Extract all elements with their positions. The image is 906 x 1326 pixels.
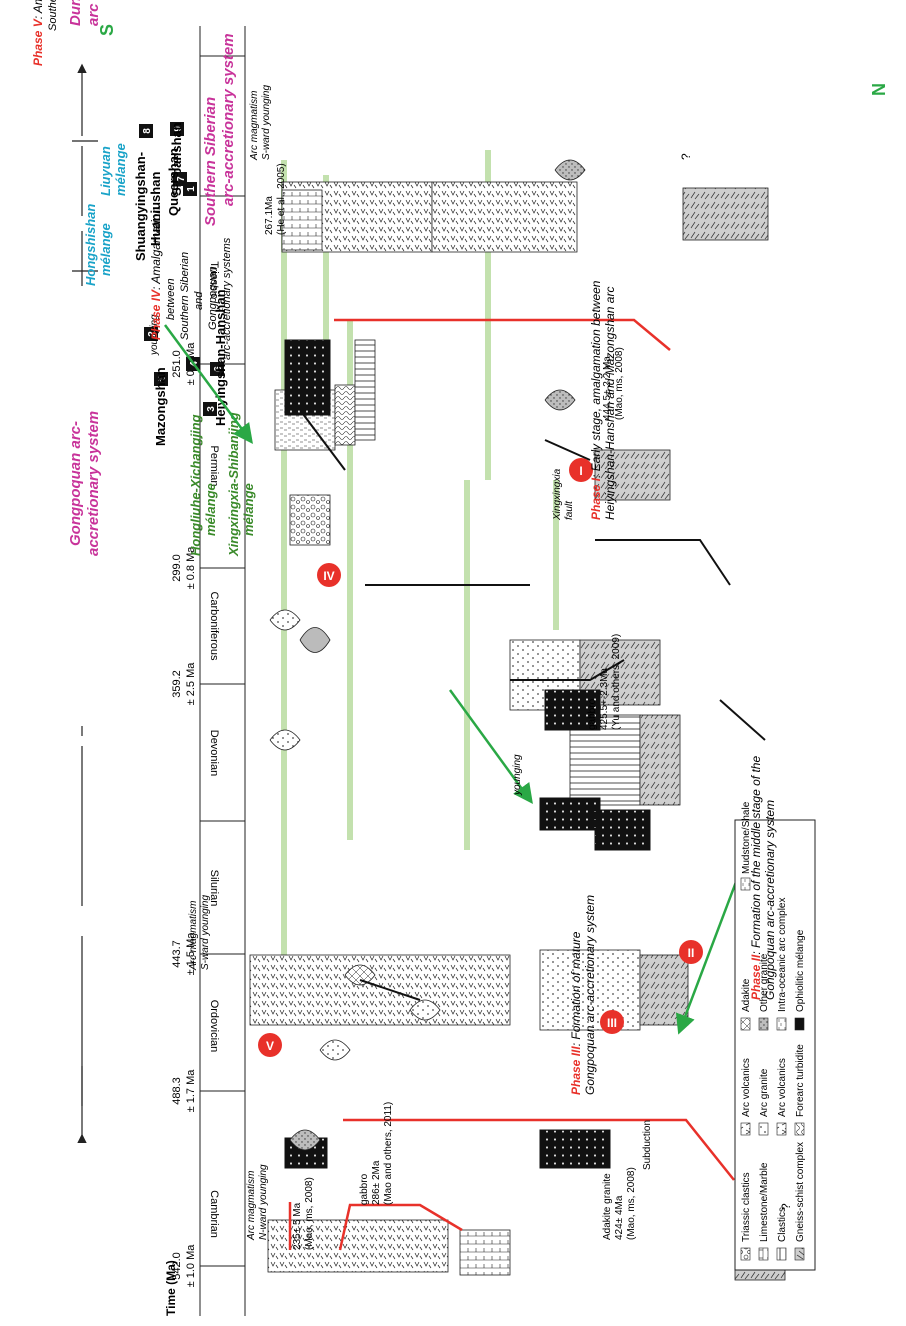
arc-s7-2: S-ward younging bbox=[200, 895, 211, 970]
younging-7: younging bbox=[512, 754, 523, 796]
he-age: 267.1Ma bbox=[264, 196, 275, 235]
svg-text:Southern Siberian: Southern Siberian bbox=[179, 252, 191, 340]
arc-s1-1: Arc magmatism bbox=[249, 91, 260, 161]
svg-text:Shuangyingshan-: Shuangyingshan- bbox=[133, 152, 148, 261]
svg-text:(Yu and others, 2009): (Yu and others, 2009) bbox=[611, 634, 622, 730]
arc-n-1: Arc magmatism bbox=[246, 1171, 257, 1241]
age-443: 443.7 bbox=[171, 940, 183, 968]
phase-ii-numeral: II bbox=[688, 946, 695, 960]
dunhuang-system: Dunhuang bbox=[67, 0, 84, 26]
svg-text:mélange: mélange bbox=[98, 223, 113, 276]
phase-iv-caption-1: Phase IV: Amalgamation bbox=[149, 207, 163, 340]
age-251: 251.0 bbox=[171, 350, 183, 378]
svg-text:Mazongshan: Mazongshan bbox=[153, 367, 168, 446]
svg-text:8: 8 bbox=[142, 128, 153, 134]
legend-clastics: Clastics bbox=[777, 1207, 788, 1242]
period-dividers bbox=[200, 56, 245, 1266]
svg-text:accretionary system: accretionary system bbox=[85, 411, 102, 556]
svg-text:between: between bbox=[165, 278, 177, 320]
period-cambrian: Cambrian bbox=[208, 1190, 220, 1238]
period-carboniferous: Carboniferous bbox=[208, 591, 220, 661]
period-devonian: Devonian bbox=[208, 730, 220, 776]
svg-text:mélange: mélange bbox=[113, 143, 128, 196]
svg-text:± 1.0 Ma: ± 1.0 Ma bbox=[185, 1244, 197, 1288]
svg-text:425.5+-2.3Ma: 425.5+-2.3Ma bbox=[599, 668, 610, 730]
gabbro286: gabbro bbox=[359, 1173, 370, 1205]
legend-arc-volcanics-1: Arc volcanics bbox=[741, 1058, 752, 1117]
legend-forearc: Forearc turbidite bbox=[795, 1044, 806, 1117]
svg-text:(Mao and others, 2011): (Mao and others, 2011) bbox=[383, 1102, 394, 1205]
svg-text:fault: fault bbox=[564, 500, 575, 520]
svg-text:± 1.7 Ma: ± 1.7 Ma bbox=[185, 1069, 197, 1113]
unit-5-header: 5 Mazongshan bbox=[153, 367, 168, 446]
legend-intra-oceanic: Intra-oceanic arc complex bbox=[777, 898, 788, 1013]
svg-text:424± 4Ma: 424± 4Ma bbox=[614, 1195, 625, 1240]
phase-i-numeral: I bbox=[579, 464, 582, 478]
xingxingxia-melange: Xingxingxia-Shibanjing bbox=[226, 412, 241, 557]
svg-text:arc-accretionary systems: arc-accretionary systems bbox=[221, 237, 233, 360]
age-299: 299.0 bbox=[171, 554, 183, 582]
age-488: 488.3 bbox=[171, 1077, 183, 1105]
question-9: ? bbox=[779, 1203, 793, 1210]
svg-text:(Mao, ms, 2008): (Mao, ms, 2008) bbox=[626, 1167, 637, 1240]
phase-i-caption-1: Phase I: Early stage, amalgamation betwe… bbox=[589, 280, 603, 520]
mao235: 235± 5 Ma bbox=[292, 1202, 303, 1250]
legend-limestone: Limestone/Marble bbox=[759, 1162, 770, 1242]
svg-text:Gongpoquan arc-accretionary sy: Gongpoquan arc-accretionary system bbox=[763, 800, 777, 1000]
legend-ophiolitic: Ophiolitic mélange bbox=[795, 929, 806, 1012]
adakite424: Adakite granite bbox=[602, 1173, 613, 1240]
phase-iii-caption-1: Phase III: Formation of mature bbox=[569, 931, 583, 1095]
gongpoquan-system: Gongpoquan arc- bbox=[67, 421, 84, 546]
age-542: 542.0 bbox=[171, 1252, 183, 1280]
period-permian: Permian bbox=[208, 446, 220, 487]
gabbro425: gabbro bbox=[587, 698, 598, 730]
legend-gneiss: Gneiss-schist complex bbox=[795, 1142, 806, 1242]
svg-text:mélange: mélange bbox=[203, 483, 218, 536]
subduction-9: Subduction bbox=[642, 1120, 653, 1170]
svg-text:arc systen: arc systen bbox=[85, 0, 102, 26]
north-label: N bbox=[869, 83, 889, 96]
svg-text:mélange: mélange bbox=[241, 483, 256, 536]
siberian-system: Southern Siberian bbox=[202, 97, 219, 226]
fault-1: Xingxingxia bbox=[552, 468, 563, 521]
period-ordovician: Ordovician bbox=[208, 1000, 220, 1053]
arc-s7-1: Arc magmatism bbox=[188, 901, 199, 971]
question-1: ? bbox=[679, 153, 693, 160]
svg-text:arc-accretionary system: arc-accretionary system bbox=[220, 33, 237, 206]
svg-text:and: and bbox=[193, 291, 205, 310]
age-359: 359.2 bbox=[171, 670, 183, 698]
annotations: Arc magmatism N-ward younging Arc magmat… bbox=[149, 85, 793, 1250]
legend-triassic-clastics: Triassic clastics bbox=[741, 1172, 752, 1242]
legend-arc-granite: Arc granite bbox=[759, 1068, 770, 1117]
arc-n-2: N-ward younging bbox=[258, 1164, 269, 1240]
younging-arrows bbox=[165, 325, 750, 1030]
hongshishan-melange: Hongshishan bbox=[83, 204, 98, 286]
phase-v-caption: Phase V: Amalgamation between bbox=[31, 0, 45, 66]
svg-text:Queershan: Queershan bbox=[166, 148, 181, 216]
svg-text:Heiyingshan-Hanshan and Mazong: Heiyingshan-Hanshan and Mazongshan arc bbox=[603, 287, 617, 520]
phase-v-caption-2: Southern Siberian-Gongpoquan and Dunhuan… bbox=[47, 0, 59, 31]
arc-s1-2: S-ward younging bbox=[261, 85, 272, 160]
phase-ii-caption-1: Phase II: Formation of the middle stage … bbox=[749, 756, 763, 1000]
svg-text:(He et al., 2005): (He et al., 2005) bbox=[276, 163, 287, 235]
svg-text:286± 2Ma: 286± 2Ma bbox=[371, 1160, 382, 1205]
phase-iv-numeral: IV bbox=[323, 569, 334, 583]
phase-v-numeral: V bbox=[266, 1039, 274, 1053]
south-label: S bbox=[97, 24, 117, 36]
svg-text:Gongpoquan arc-accretionary sy: Gongpoquan arc-accretionary system bbox=[583, 895, 597, 1095]
liuyuan-melange: Liuyuan bbox=[98, 146, 113, 196]
svg-text:1: 1 bbox=[186, 186, 197, 192]
svg-text:Gongpoquan: Gongpoquan bbox=[207, 266, 219, 330]
hongliuhe-melange: Hongliuhe-Xichangjing bbox=[188, 414, 203, 556]
svg-text:(Mao, ms, 2008): (Mao, ms, 2008) bbox=[304, 1177, 315, 1250]
svg-text:± 2.5 Ma: ± 2.5 Ma bbox=[185, 662, 197, 706]
legend-arc-volcanics-2: Arc volcanics bbox=[777, 1058, 788, 1117]
phase-iii-numeral: III bbox=[607, 1016, 617, 1030]
